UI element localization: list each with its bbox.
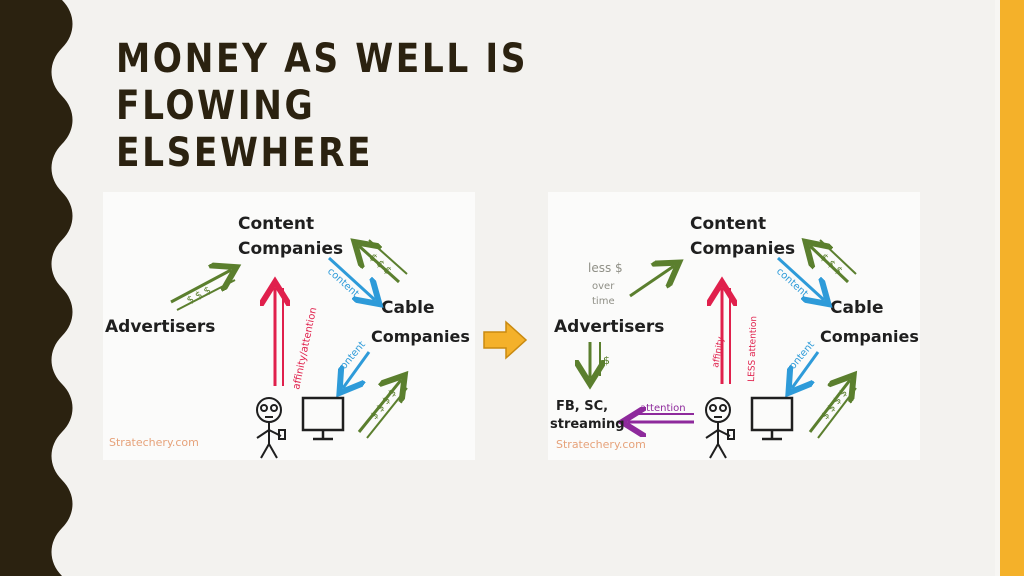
tv-icon: [750, 396, 794, 441]
arrow-cable-to-user: [792, 351, 820, 388]
content-companies-label-2: Companies: [238, 239, 343, 259]
arrow-advertisers-to-fb: [590, 342, 600, 378]
content-label-bottom: content: [784, 339, 817, 375]
slide-title-line2: ELSEWHERE: [116, 130, 374, 176]
cable-companies-label-1: Cable: [830, 298, 883, 318]
tv-icon: [301, 396, 345, 441]
arrow-cable-to-content: [810, 240, 857, 284]
slide-title: MONEY AS WELL IS FLOWING ELSEWHERE: [116, 36, 718, 177]
arrow-cable-to-user: [343, 351, 371, 388]
streaming-label: streaming: [550, 417, 625, 432]
less-money-label-1: less $: [588, 261, 623, 275]
affinity-label: affinity: [711, 335, 726, 368]
content-companies-label-1: Content: [238, 214, 314, 234]
fb-sc-label: FB, SC,: [556, 399, 608, 414]
advertisers-label: Advertisers: [105, 317, 215, 337]
accent-stripe: [1000, 0, 1024, 576]
diagram-before: Content Companies Cable Companies Advert…: [103, 192, 475, 460]
slide-title-line1: MONEY AS WELL IS FLOWING: [116, 36, 529, 129]
cable-companies-label-2: Companies: [820, 327, 919, 346]
arrow-advertisers-to-content: [629, 266, 674, 298]
content-companies-label-2: Companies: [690, 239, 795, 259]
content-companies-label-1: Content: [690, 214, 766, 234]
cable-companies-label-2: Companies: [371, 327, 470, 346]
wavy-left-border: [0, 0, 73, 576]
arrow-user-to-fb: [628, 414, 694, 422]
diagram-after: Content Companies Cable Companies Advert…: [548, 192, 920, 460]
arrow-user-to-content: [275, 288, 283, 386]
less-money-label-3: time: [592, 296, 615, 307]
person-icon: [256, 397, 286, 459]
money-label-down: $: [603, 354, 610, 367]
attention-label: attention: [640, 403, 686, 414]
transition-arrow-icon: [483, 320, 528, 360]
affinity-attention-label: affinity/attention: [291, 306, 319, 390]
advertisers-label: Advertisers: [554, 317, 664, 337]
less-attention-label: LESS attention: [747, 316, 759, 382]
arrow-user-to-cable: [357, 380, 407, 439]
content-label-bottom: content: [335, 339, 368, 375]
arrow-user-to-content: [722, 288, 730, 384]
diagram-before-svg: Content Companies Cable Companies Advert…: [105, 214, 470, 459]
right-gap: [995, 0, 1000, 576]
cable-companies-label-1: Cable: [381, 298, 434, 318]
arrow-advertisers-to-content: [170, 270, 235, 311]
person-icon: [705, 397, 735, 459]
watermark: Stratechery.com: [556, 438, 646, 451]
arrow-content-to-cable: [776, 256, 824, 300]
watermark: Stratechery.com: [109, 436, 199, 449]
arrow-cable-to-content: [359, 240, 408, 284]
diagram-after-svg: Content Companies Cable Companies Advert…: [550, 214, 919, 459]
less-money-label-2: over: [592, 281, 615, 292]
arrow-user-to-cable: [808, 380, 856, 439]
arrow-content-to-cable: [327, 256, 375, 300]
